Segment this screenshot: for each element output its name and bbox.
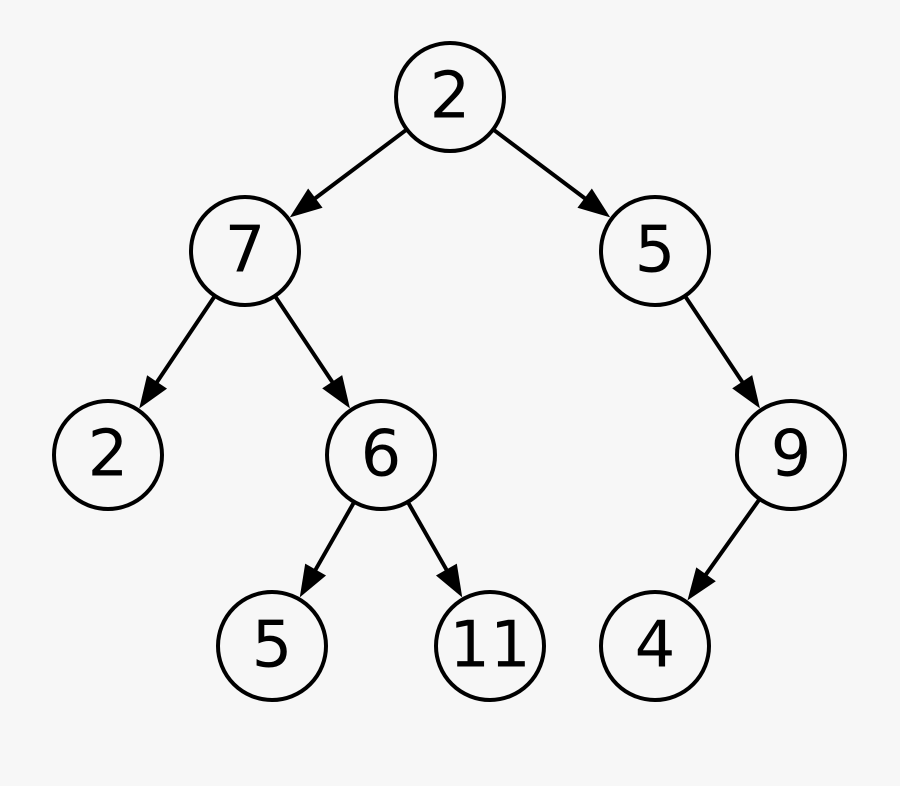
edge-line: [312, 500, 356, 573]
tree-node: 6: [325, 399, 437, 511]
node-label: 5: [252, 609, 293, 683]
tree-node: 5: [216, 590, 328, 702]
node-label: 6: [361, 418, 402, 492]
arrow-head: [299, 563, 327, 598]
edge-arrow: [687, 497, 762, 601]
edge-arrow: [683, 294, 760, 409]
tree-node: 9: [735, 399, 847, 511]
edge-line: [703, 497, 762, 578]
edge-line: [683, 294, 745, 385]
arrow-head: [322, 375, 350, 409]
tree-node: 2: [394, 41, 506, 153]
arrow-head: [577, 188, 611, 218]
node-circle: [325, 399, 437, 511]
tree-node: 7: [189, 195, 301, 307]
tree-node: 5: [599, 195, 711, 307]
edge-line: [154, 294, 217, 385]
edge-arrow: [139, 294, 217, 409]
edge-arrow: [491, 127, 611, 218]
node-label: 2: [430, 60, 471, 134]
edge-arrow: [299, 500, 356, 598]
tree-node: 4: [599, 590, 711, 702]
node-label: 2: [88, 418, 129, 492]
node-label: 9: [771, 418, 812, 492]
node-circle: [52, 399, 164, 511]
arrow-head: [139, 375, 168, 409]
node-circle: [216, 590, 328, 702]
edge-arrow: [289, 127, 409, 218]
edges-layer: [139, 127, 762, 601]
node-circle: [394, 41, 506, 153]
arrow-head: [435, 563, 463, 598]
tree-node: 2: [52, 399, 164, 511]
edge-line: [312, 127, 409, 201]
arrow-head: [732, 375, 760, 409]
nodes-layer: 2 7 5 2 6 9 5 11 4: [52, 41, 847, 702]
node-label: 11: [449, 609, 530, 683]
node-circle: [599, 590, 711, 702]
tree-node: 11: [434, 590, 546, 702]
node-circle: [599, 195, 711, 307]
edge-line: [406, 500, 450, 573]
node-circle: [735, 399, 847, 511]
arrow-head: [687, 567, 716, 601]
edge-line: [491, 127, 588, 201]
node-label: 4: [635, 609, 676, 683]
arrow-head: [289, 188, 323, 218]
edge-line: [273, 294, 335, 385]
node-circle: [434, 590, 546, 702]
node-circle: [189, 195, 301, 307]
edge-arrow: [273, 294, 350, 409]
node-label: 5: [635, 214, 676, 288]
node-label: 7: [225, 214, 266, 288]
edge-arrow: [406, 500, 463, 598]
